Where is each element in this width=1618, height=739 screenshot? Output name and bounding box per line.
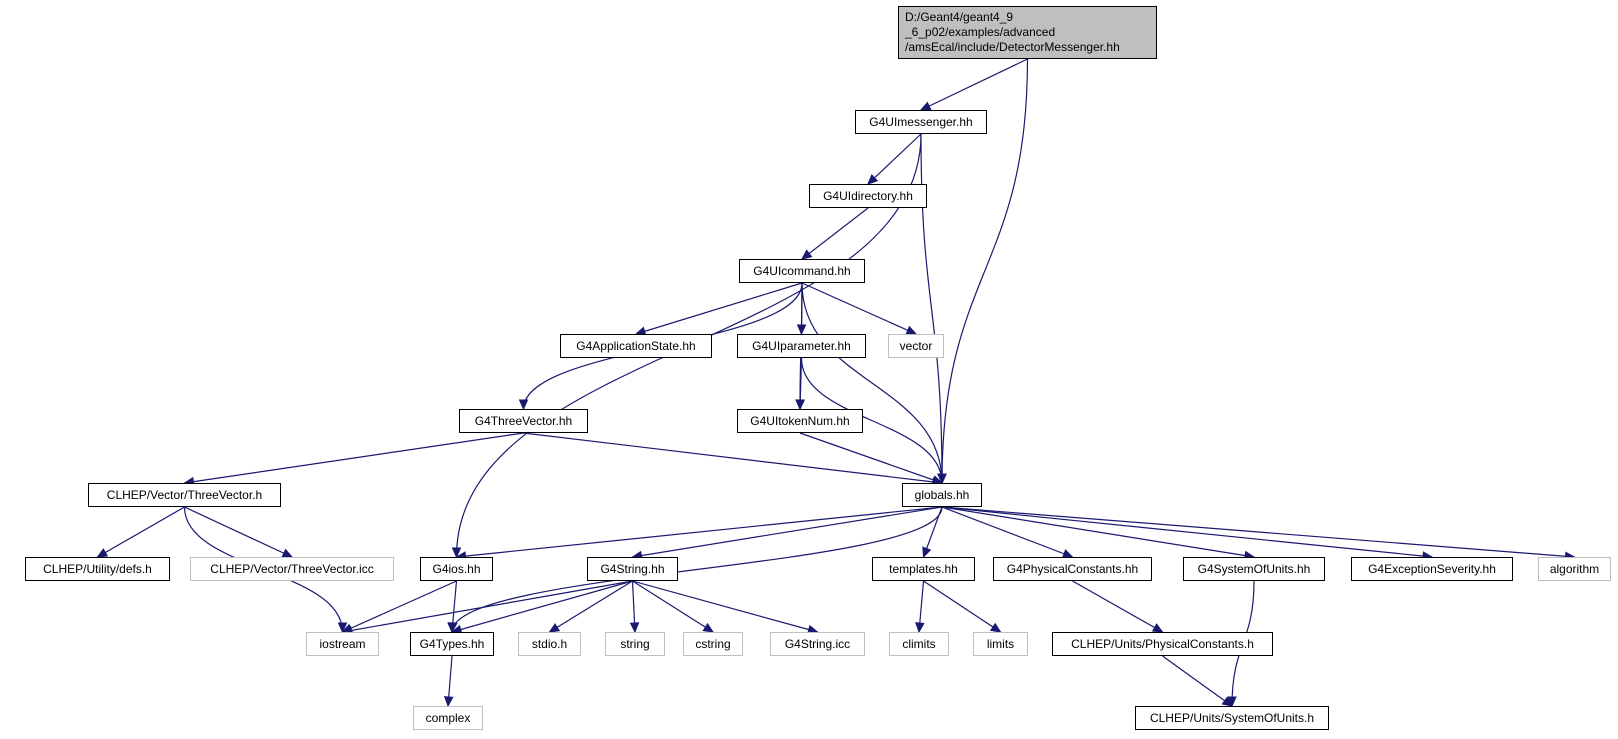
node-detector-messenger-root: D:/Geant4/geant4_9 _6_p02/examples/advan…: [898, 6, 1157, 59]
edge-globals-to-sysunits: [941, 506, 1256, 561]
edge-g4string-to-g4types: [450, 580, 633, 635]
edge-g4ios-to-g4types: [448, 580, 458, 634]
node-g4exceptionseverity[interactable]: G4ExceptionSeverity.hh: [1351, 557, 1513, 581]
node-clhep-physicalconstants[interactable]: CLHEP/Units/PhysicalConstants.h: [1052, 632, 1273, 656]
edge-templates-to-climits: [915, 580, 925, 634]
edge-uimessenger-to-uidirectory: [867, 133, 922, 185]
node-clhep-systemofunits[interactable]: CLHEP/Units/SystemOfUnits.h: [1135, 706, 1329, 730]
node-g4physicalconstants[interactable]: G4PhysicalConstants.hh: [993, 557, 1152, 581]
node-string-system: string: [605, 632, 665, 656]
node-g4applicationstate[interactable]: G4ApplicationState.hh: [560, 334, 712, 358]
root-label-line-2: _6_p02/examples/advanced: [905, 25, 1056, 39]
edge-templates-to-limits: [923, 580, 1002, 633]
node-g4systemofunits[interactable]: G4SystemOfUnits.hh: [1183, 557, 1325, 581]
edge-g4string-to-stdio: [548, 580, 633, 633]
node-g4types[interactable]: G4Types.hh: [410, 632, 494, 656]
edge-g4string-to-cstring: [632, 580, 715, 633]
edge-clhep_threevector-to-clhep_threevector_icc: [184, 506, 294, 558]
node-g4uitokennum[interactable]: G4UItokenNum.hh: [737, 409, 863, 433]
edge-uiparameter-to-globals: [800, 357, 947, 485]
node-g4ios[interactable]: G4ios.hh: [420, 557, 493, 581]
edge-uidirectory-to-uicommand: [801, 207, 869, 260]
node-templates[interactable]: templates.hh: [872, 557, 975, 581]
edge-root-to-uimessenger: [919, 58, 1028, 111]
edge-globals-to-physconst: [941, 506, 1074, 559]
edge-clhep_threevector-to-clhep_defs: [96, 506, 185, 558]
node-iostream-system: iostream: [306, 632, 379, 656]
node-algorithm-system: algorithm: [1538, 557, 1611, 581]
edge-uicommand-to-globals: [801, 282, 947, 485]
edge-g4string-to-g4string_icc: [632, 580, 819, 635]
node-vector-system: vector: [888, 334, 944, 358]
node-complex-system: complex: [413, 706, 483, 730]
edge-uiparameter-to-uitokennum: [795, 357, 806, 411]
edge-g4string-to-string: [629, 580, 640, 634]
node-g4uimessenger[interactable]: G4UImessenger.hh: [855, 110, 987, 134]
node-g4uiparameter[interactable]: G4UIparameter.hh: [737, 334, 866, 358]
node-cstring-system: cstring: [683, 632, 743, 656]
edge-clhep_physconst-to-clhep_sysunits: [1162, 655, 1233, 707]
node-climits-system: climits: [889, 632, 949, 656]
node-clhep-utility-defs[interactable]: CLHEP/Utility/defs.h: [25, 557, 170, 581]
node-g4string-icc-system: G4String.icc: [770, 632, 865, 656]
edge-globals-to-templates: [922, 506, 943, 559]
edge-globals-to-excseverity: [941, 506, 1434, 561]
edge-g4ios-to-iostream: [341, 580, 457, 633]
node-clhep-threevector-icc-system: CLHEP/Vector/ThreeVector.icc: [190, 557, 394, 581]
edge-threevector-to-globals: [523, 432, 944, 487]
edge-globals-to-algorithm: [941, 506, 1576, 562]
root-label-line-3: /amsEcal/include/DetectorMessenger.hh: [905, 40, 1120, 54]
node-g4string[interactable]: G4String.hh: [587, 557, 678, 581]
edge-threevector-to-clhep_threevector: [183, 432, 524, 487]
node-limits-system: limits: [973, 632, 1028, 656]
node-g4uidirectory[interactable]: G4UIdirectory.hh: [809, 184, 927, 208]
node-stdio-system: stdio.h: [518, 632, 581, 656]
edge-g4types-to-complex: [444, 655, 454, 708]
node-g4uicommand[interactable]: G4UIcommand.hh: [739, 259, 865, 283]
edge-uicommand-to-appstate: [634, 282, 803, 336]
edge-uitokennum-to-globals: [799, 432, 944, 485]
edge-globals-to-g4string: [631, 506, 943, 561]
node-clhep-threevector-h[interactable]: CLHEP/Vector/ThreeVector.h: [88, 483, 281, 507]
edge-uicommand-to-vector: [801, 282, 918, 335]
edge-globals-to-g4ios: [455, 506, 943, 561]
node-g4threevector[interactable]: G4ThreeVector.hh: [459, 409, 588, 433]
edge-globals-to-g4types: [447, 506, 943, 634]
edge-physconst-to-clhep_physconst: [1072, 580, 1164, 633]
node-globals[interactable]: globals.hh: [902, 483, 982, 507]
root-label-line-1: D:/Geant4/geant4_9: [905, 10, 1014, 24]
